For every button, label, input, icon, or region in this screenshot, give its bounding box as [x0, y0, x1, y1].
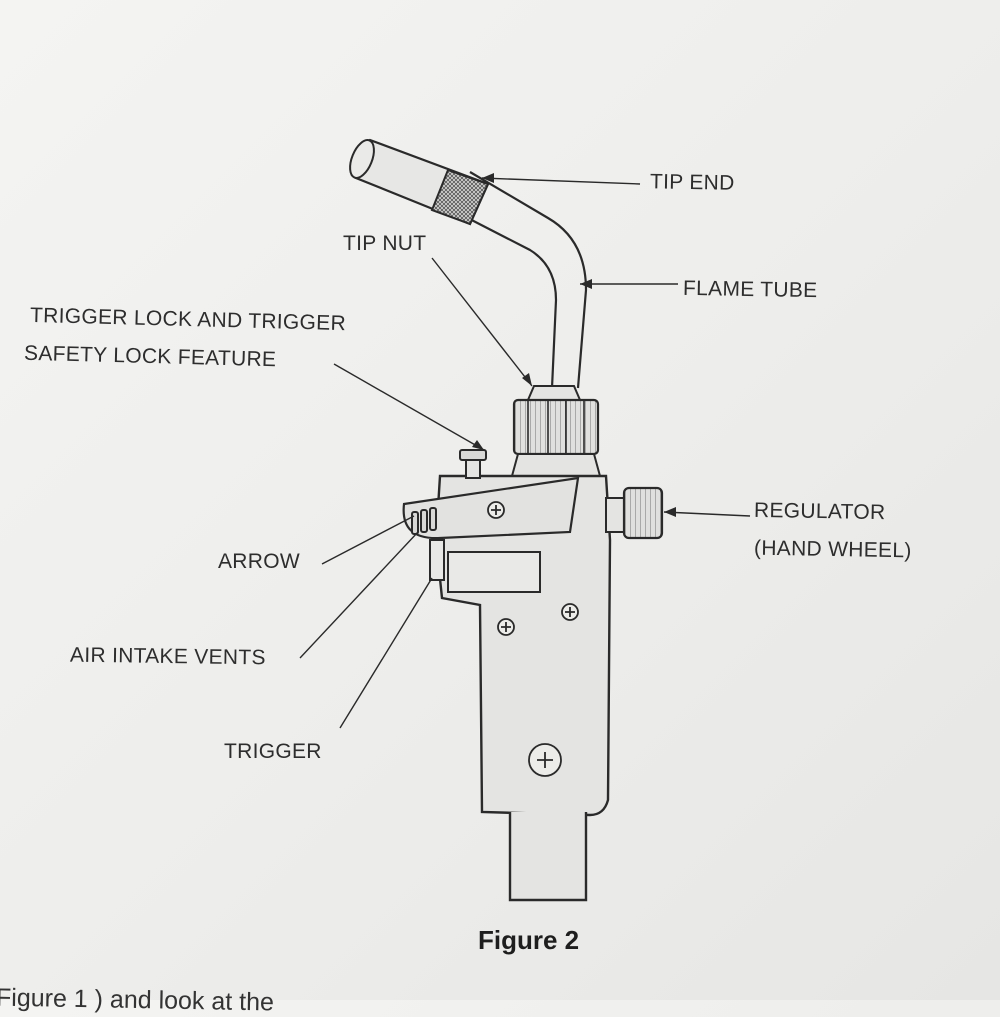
label-regulator-line2: (HAND WHEEL): [753, 536, 912, 563]
leader-arrow: [321, 515, 415, 565]
label-regulator-line1: REGULATOR: [753, 498, 886, 525]
leader-trigger-lock: [333, 363, 485, 451]
flame-tube: [457, 171, 588, 389]
torch-body: [434, 474, 612, 817]
label-tip-end: TIP END: [649, 170, 735, 195]
leader-tip-nut: [431, 257, 533, 387]
tip-nut: [510, 385, 602, 477]
leader-lines: [299, 177, 751, 729]
leader-regulator: [663, 511, 751, 517]
figure-caption: Figure 2: [478, 925, 580, 955]
bottom-text: Figure 1 ) and look at the: [0, 983, 275, 1017]
trigger-lock: [402, 449, 580, 581]
tip-end: [349, 138, 490, 226]
screw-icon: [497, 603, 579, 777]
label-flame-tube: FLAME TUBE: [682, 276, 818, 303]
leader-tip-end: [481, 177, 641, 185]
label-air-intake-vents: AIR INTAKE VENTS: [69, 643, 266, 670]
label-arrow: ARROW: [218, 550, 300, 573]
leader-air-intake: [299, 531, 419, 659]
label-trigger: TRIGGER: [224, 740, 322, 763]
regulator-hand-wheel: [605, 486, 664, 540]
arrowheads: [472, 173, 676, 517]
hose: [508, 812, 588, 902]
label-tip-nut: TIP NUT: [343, 232, 427, 255]
leader-trigger: [339, 577, 433, 729]
